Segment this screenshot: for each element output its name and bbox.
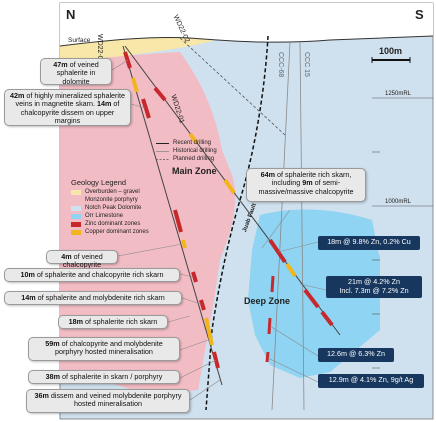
recent-hole-wd22-01c [122, 45, 223, 386]
legend-item-label-3: Orr Limestone [85, 213, 124, 219]
callout-36m: 36m dissem and veined molybdenite porphy… [26, 389, 190, 413]
legend-swatch-2 [71, 206, 81, 211]
legend-item-label-1: Monzonite porphyry [85, 197, 138, 203]
zn-intercept-3 [173, 209, 183, 233]
rl-minor-ticks [372, 151, 380, 369]
cu-intercept-6 [285, 262, 297, 278]
zn-intercept-2 [141, 98, 151, 119]
callout-4m: 4m of veined chalcopyrite [46, 250, 118, 269]
north-box [60, 3, 82, 27]
zn-intercept-11 [270, 275, 275, 293]
cu-intercept-4 [188, 132, 199, 145]
historical-hole-ccc68 [271, 41, 291, 411]
zn-intercept-9 [303, 288, 320, 309]
assay-box-2: 21m @ 4.2% Zn Incl. 7.3m @ 7.2% Zn [326, 276, 422, 298]
surface-line [59, 35, 434, 47]
callout-47m: 47m of veined sphalerite in dolomite [40, 58, 112, 85]
legend-recent-drilling: Recent drilling [173, 140, 212, 146]
zn-intercept-13 [265, 351, 270, 363]
above-surface [60, 31, 433, 46]
legend-item-label-5: Copper dominant zones [85, 229, 149, 235]
legend-swatch-5 [71, 230, 81, 235]
zn-intercept-10 [320, 310, 334, 327]
south-label: S [415, 7, 424, 22]
historical-hole-ccc15 [299, 41, 305, 411]
zn-intercept-12 [267, 317, 272, 335]
legend-planned-drilling: Planned drilling [173, 156, 215, 162]
geology-legend-title: Geology Legend [71, 178, 127, 187]
planned-hole-wd22-02 [179, 37, 286, 136]
callout-42m: 42m of highly mineralized sphalerite vei… [4, 89, 131, 126]
callout-leaders [111, 59, 327, 401]
callout-10m: 10m of sphalerite and chalcopyrite rich … [4, 268, 180, 282]
hole-label-ccc-68: CCC-68 [277, 52, 284, 78]
drilling-legend: Recent drilling Historical drilling Plan… [156, 140, 236, 170]
legend-swatch-3 [71, 214, 81, 219]
callout-38m: 38m of sphalerite in skarn / porphyry [28, 370, 180, 384]
legend-swatch-1 [71, 198, 81, 203]
hole-label-ccc-15: CCC 15 [303, 52, 310, 77]
rl-1250-label: 1250mRL [385, 91, 412, 97]
zn-intercept-4 [191, 271, 198, 283]
zn-intercept-5 [199, 299, 206, 311]
legend-historical-drilling: Historical drilling [173, 148, 217, 154]
legend-swatch-4 [71, 222, 81, 227]
callout-14m: 14m of sphalerite and molybdenite rich s… [4, 291, 182, 305]
cu-intercept-3 [204, 317, 214, 346]
assay-box-3: 12.6m @ 6.3% Zn [318, 348, 394, 362]
assay-box-1: 18m @ 9.8% Zn, 0.2% Cu [318, 236, 420, 250]
callout-18m: 18m of sphalerite rich skarn [58, 315, 168, 329]
deep-zone-label: Deep Zone [244, 296, 291, 306]
assay-box-4: 12.9m @ 4.1% Zn, 9g/t Ag [318, 374, 424, 388]
juab-fault-line [205, 35, 269, 411]
zn-intercept-7 [153, 86, 167, 102]
main-zone-label: Main Zone [172, 166, 217, 176]
legend-item-label-2: Notch Peak Dolomite [85, 205, 142, 211]
rl-1000-label: 1000mRL [385, 199, 412, 205]
cu-intercept-2 [181, 239, 187, 249]
legend-item-label-4: Zinc dominant zones [85, 221, 141, 227]
north-label: N [66, 7, 76, 22]
legend-swatch-0 [71, 190, 81, 195]
overburden-zone [60, 37, 215, 62]
south-box [411, 3, 433, 27]
callout-59m: 59m of chalcopyrite and molybdenite porp… [28, 337, 180, 361]
callout-64m: 64m of sphalerite rich skarn, including … [246, 168, 366, 202]
surface-label: Surface [68, 37, 91, 44]
cu-intercept-1 [131, 77, 139, 93]
zn-intercept-8 [268, 238, 287, 264]
sky-band [60, 3, 433, 31]
legend-item-label-0: Overburden – gravel [85, 189, 140, 195]
cu-intercept-5 [223, 178, 236, 195]
scale-label: 100m [379, 46, 403, 56]
